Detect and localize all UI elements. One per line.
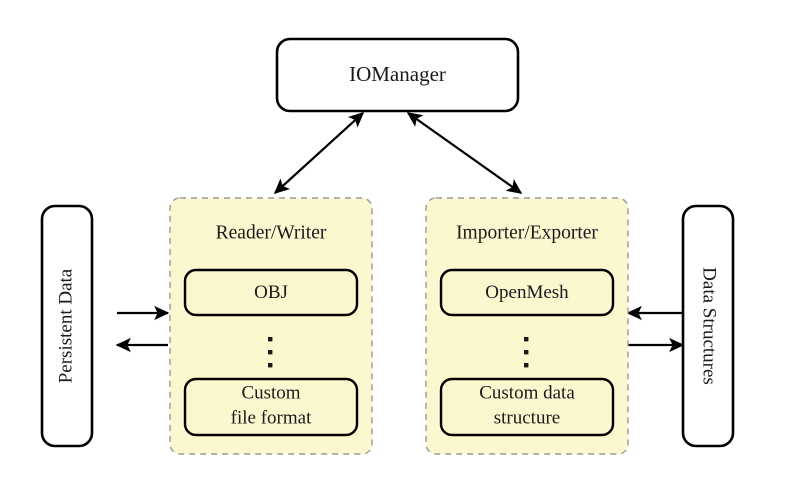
item-custom-file-format-label-line1: Custom — [241, 382, 300, 403]
ellipsis-reader-writer — [268, 337, 273, 368]
data-structures-box[interactable] — [681, 204, 735, 448]
item-custom-data-structure-label-line1: Custom data — [479, 382, 575, 403]
connector-manager-readerwriter — [273, 112, 365, 194]
item-custom-file-format-box[interactable] — [183, 377, 359, 437]
data-structures-label: Data Structures — [699, 267, 720, 385]
item-obj-box[interactable] — [183, 268, 359, 317]
item-obj-label: OBJ — [254, 282, 288, 303]
item-custom-data-structure-label-line2: structure — [494, 407, 560, 428]
iomanager-box[interactable] — [275, 37, 520, 113]
connector-manager-importerexporter — [406, 112, 523, 194]
item-custom-file-format-label-line2: file format — [231, 407, 312, 428]
persistent-data-box[interactable] — [40, 204, 94, 448]
iomanager-label: IOManager — [349, 62, 446, 86]
persistent-data-label: Persistent Data — [55, 268, 76, 383]
ellipsis-importer-exporter — [524, 337, 529, 368]
item-openmesh-box[interactable] — [439, 268, 615, 317]
panel-importer-exporter-title: Importer/Exporter — [456, 222, 598, 243]
item-openmesh-label: OpenMesh — [485, 282, 569, 303]
panel-reader-writer-title: Reader/Writer — [216, 222, 327, 243]
item-custom-data-structure-box[interactable] — [439, 377, 615, 437]
